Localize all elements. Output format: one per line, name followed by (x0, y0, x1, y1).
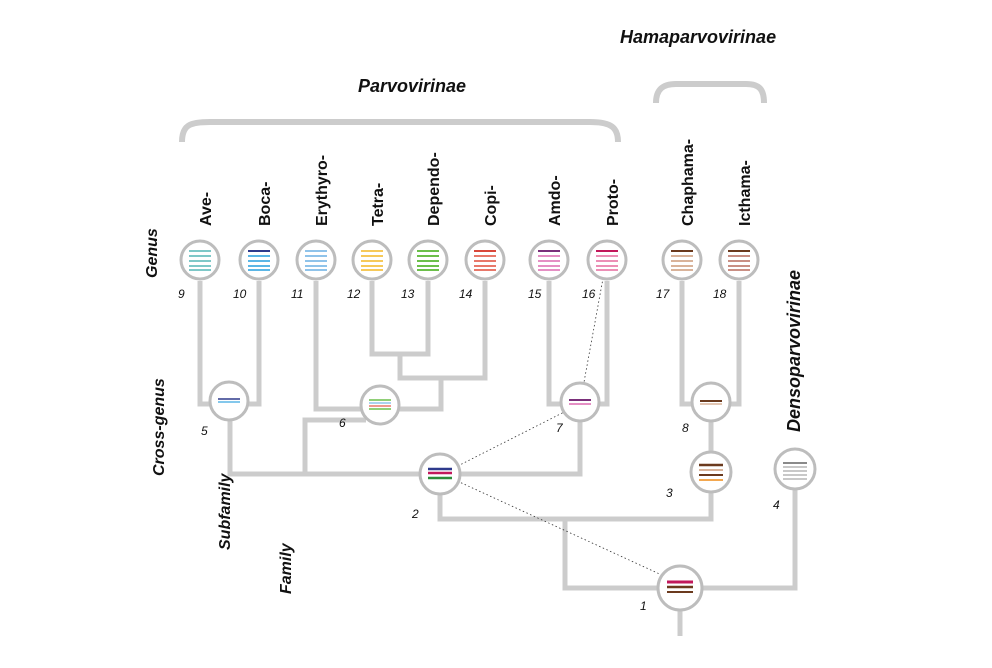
node-6 (359, 384, 401, 426)
genus-label-boca: Boca- (257, 182, 274, 226)
genus-node-dependo (407, 239, 449, 281)
genus-label-dependo: Dependo- (426, 152, 443, 226)
dotted-trace-lines (441, 261, 678, 583)
genus-label-copi: Copi- (483, 185, 500, 226)
node-number-14: 14 (459, 287, 473, 301)
genus-node-amdo (528, 239, 570, 281)
node-8 (690, 381, 732, 423)
cross-genus-level-label: Cross-genus (151, 378, 168, 476)
node-3 (689, 450, 733, 494)
family-level-label: Family (278, 542, 295, 594)
genus-label-icthama: Icthama- (737, 160, 754, 226)
node-7 (559, 381, 601, 423)
node-5 (208, 380, 250, 422)
genus-node-boca (238, 239, 280, 281)
node-number-10: 10 (233, 287, 247, 301)
parvovirinae-bracket (179, 119, 621, 143)
node-numbers: 9 10 11 12 13 14 15 16 17 18 5 6 7 8 2 3… (178, 287, 780, 613)
genus-level-label: Genus (144, 228, 161, 278)
genus-node-ave (179, 239, 221, 281)
inner-nodes (208, 380, 817, 612)
node-number-3: 3 (666, 486, 673, 500)
node-number-8: 8 (682, 421, 689, 435)
node-number-13: 13 (401, 287, 415, 301)
subfamily-brackets (179, 81, 767, 143)
node-number-16: 16 (582, 287, 596, 301)
genus-label-proto: Proto- (605, 179, 622, 226)
node-number-18: 18 (713, 287, 727, 301)
parvovirinae-label: Parvovirinae (358, 76, 466, 96)
genus-node-icthama (718, 239, 760, 281)
genus-label-amdo: Amdo- (547, 175, 564, 226)
subfamily-level-label: Subfamily (217, 472, 234, 550)
node-number-9: 9 (178, 287, 185, 301)
hamaparvovirinae-bracket (653, 81, 767, 104)
genus-label-ave: Ave- (198, 192, 215, 226)
node-number-7: 7 (556, 421, 564, 435)
densoparvovirinae-label: Densoparvovirinae (784, 270, 804, 432)
genus-node-proto (586, 239, 628, 281)
hamaparvovirinae-label: Hamaparvovirinae (620, 27, 776, 47)
node-2 (418, 452, 462, 496)
genus-label-erythyro: Erythyro- (314, 155, 331, 226)
genus-node-copi (464, 239, 506, 281)
node-number-15: 15 (528, 287, 542, 301)
genus-labels: Ave- Boca- Erythyro- Tetra- Dependo- Cop… (198, 139, 754, 226)
node-number-6: 6 (339, 416, 346, 430)
genus-node-chaphama (661, 239, 703, 281)
node-number-17: 17 (656, 287, 671, 301)
genus-node-tetra (351, 239, 393, 281)
genus-nodes (179, 239, 760, 281)
node-4 (773, 447, 817, 491)
node-1 (656, 564, 704, 612)
node-number-12: 12 (347, 287, 361, 301)
genus-label-tetra: Tetra- (370, 183, 387, 226)
genus-node-erythyro (295, 239, 337, 281)
node-number-4: 4 (773, 498, 780, 512)
node-number-2: 2 (411, 507, 419, 521)
node-number-1: 1 (640, 599, 647, 613)
node-number-5: 5 (201, 424, 208, 438)
tree-lines (197, 281, 798, 636)
node-number-11: 11 (291, 287, 303, 301)
genus-label-chaphama: Chaphama- (680, 139, 697, 226)
